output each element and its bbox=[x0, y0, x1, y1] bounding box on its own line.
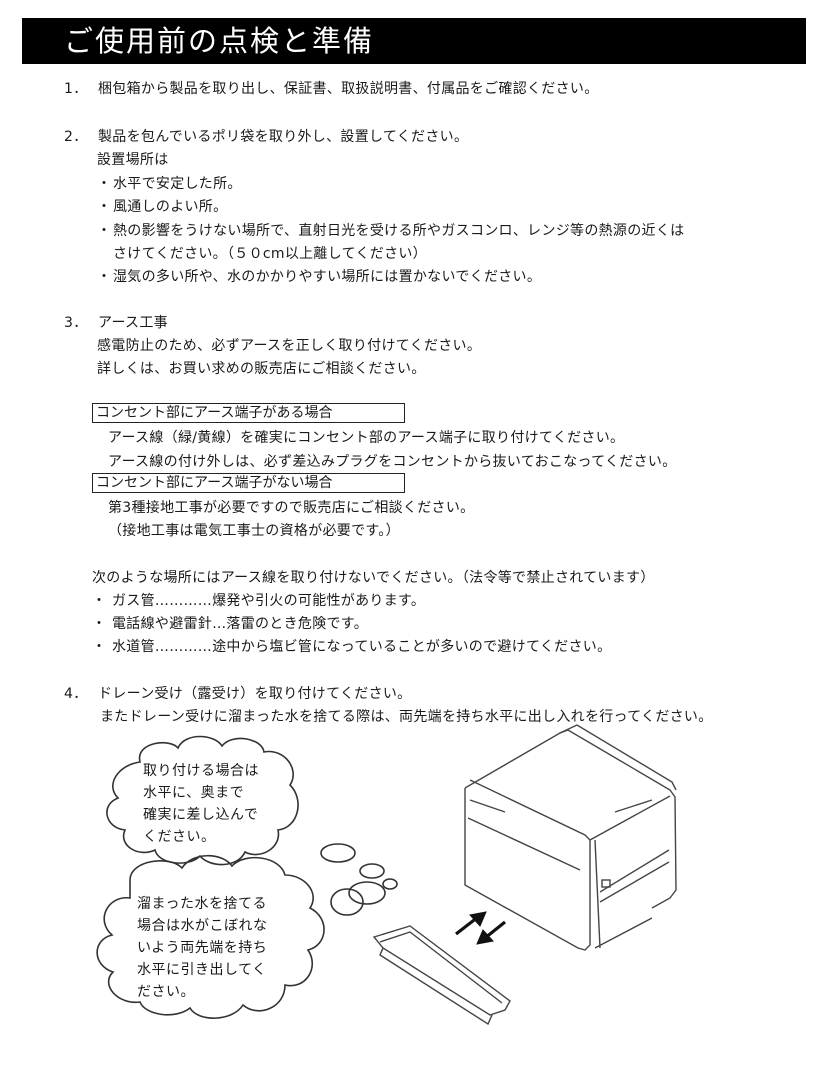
list-item-text: 湿気の多い所や、水のかかりやすい場所には置かないでください。 bbox=[113, 269, 542, 285]
paragraph-line: （接地工事は電気工事士の資格が必要です。） bbox=[108, 523, 400, 539]
bullet: ・ bbox=[92, 616, 107, 632]
section-number: 3． bbox=[64, 315, 88, 331]
section-number: 4． bbox=[64, 686, 88, 702]
section-3-heading-line: 3． アース工事 bbox=[64, 314, 168, 332]
paragraph-line: 詳しくは、お買い求めの販売店にご相談ください。 bbox=[97, 361, 426, 377]
list-item-text: 電話線や避雷針…落雷のとき危険です。 bbox=[112, 616, 368, 632]
drain-pan-icon bbox=[372, 925, 511, 1026]
list-item: ・湿気の多い所や、水のかかりやすい場所には置かないでください。 bbox=[97, 268, 541, 286]
section-heading: 製品を包んでいるポリ袋を取り外し、設置してください。 bbox=[98, 129, 469, 145]
thought-bubble-attach-icon bbox=[106, 735, 299, 866]
section-4-heading-line: 4． ドレーン受け（露受け）を取り付けてください。 bbox=[64, 685, 411, 703]
list-item: ・ガス管…………爆発や引火の可能性があります。 bbox=[92, 592, 425, 610]
insert-remove-arrows-icon bbox=[455, 911, 506, 945]
installation-subheading: 設置場所は bbox=[97, 152, 169, 168]
cabinet-unit-icon bbox=[464, 724, 677, 951]
list-item: ・水道管…………途中から塩ビ管になっていることが多いので避けてください。 bbox=[92, 638, 611, 656]
paragraph-line: 第3種接地工事が必要ですので販売店にご相談ください。 bbox=[108, 500, 475, 516]
list-item-continuation: さけてください。（５０cm以上離してください） bbox=[113, 246, 427, 262]
case-label-with-terminal: コンセント部にアース端子がある場合 bbox=[92, 403, 405, 423]
section-number: 1． bbox=[64, 81, 88, 97]
list-item-text: 熱の影響をうけない場所で、直射日光を受ける所やガスコンロ、レンジ等の熱源の近くは bbox=[113, 223, 685, 239]
list-item-text: 水平で安定した所。 bbox=[113, 176, 242, 192]
prohibited-intro: 次のような場所にはアース線を取り付けないでください。（法令等で禁止されています） bbox=[92, 570, 655, 586]
section-heading: ドレーン受け（露受け）を取り付けてください。 bbox=[98, 686, 412, 702]
bullet: ・ bbox=[92, 593, 107, 609]
paragraph-line: アース線（緑/黄線）を確実にコンセント部のアース端子に取り付けてください。 bbox=[108, 430, 625, 446]
bubble-discard-text: 溜まった水を捨てる 場合は水がこぼれな いよう両先端を持ち 水平に引き出してく … bbox=[137, 896, 268, 1000]
paragraph-line: またドレーン受けに溜まった水を捨てる際は、両先端を持ち水平に出し入れを行ってくだ… bbox=[100, 709, 713, 725]
list-item-text: 風通しのよい所。 bbox=[113, 199, 228, 215]
bubble-attach-text: 取り付ける場合は 水平に、奥まで 確実に差し込んで ください。 bbox=[143, 763, 259, 845]
list-item-text: ガス管…………爆発や引火の可能性があります。 bbox=[112, 593, 426, 609]
paragraph-line: アース線の付け外しは、必ず差込みプラグをコンセントから抜いておこなってください。 bbox=[108, 454, 677, 470]
bullet: ・ bbox=[97, 269, 112, 285]
list-item: ・水平で安定した所。 bbox=[97, 175, 242, 193]
case-label-without-terminal: コンセント部にアース端子がない場合 bbox=[92, 473, 405, 493]
list-item: ・風通しのよい所。 bbox=[97, 198, 227, 216]
list-item: ・熱の影響をうけない場所で、直射日光を受ける所やガスコンロ、レンジ等の熱源の近く… bbox=[97, 222, 684, 240]
section-2-heading-line: 2． 製品を包んでいるポリ袋を取り外し、設置してください。 bbox=[64, 128, 468, 146]
section-heading: アース工事 bbox=[98, 315, 168, 331]
section-number: 2． bbox=[64, 129, 88, 145]
title-bar: ご使用前の点検と準備 bbox=[22, 18, 806, 64]
section-heading: 梱包箱から製品を取り出し、保証書、取扱説明書、付属品をご確認ください。 bbox=[98, 81, 599, 97]
thought-bubble-discard-icon bbox=[96, 855, 325, 1019]
paragraph-line: 感電防止のため、必ずアースを正しく取り付けてください。 bbox=[97, 338, 482, 354]
bullet: ・ bbox=[97, 223, 112, 239]
section-1: 1． 梱包箱から製品を取り出し、保証書、取扱説明書、付属品をご確認ください。 bbox=[64, 80, 599, 98]
list-item-text: 水道管…………途中から塩ビ管になっていることが多いので避けてください。 bbox=[112, 639, 612, 655]
bullet: ・ bbox=[97, 176, 112, 192]
list-item: ・電話線や避雷針…落雷のとき危険です。 bbox=[92, 615, 368, 633]
bullet: ・ bbox=[97, 199, 112, 215]
page-title: ご使用前の点検と準備 bbox=[64, 24, 375, 58]
bullet: ・ bbox=[92, 639, 107, 655]
